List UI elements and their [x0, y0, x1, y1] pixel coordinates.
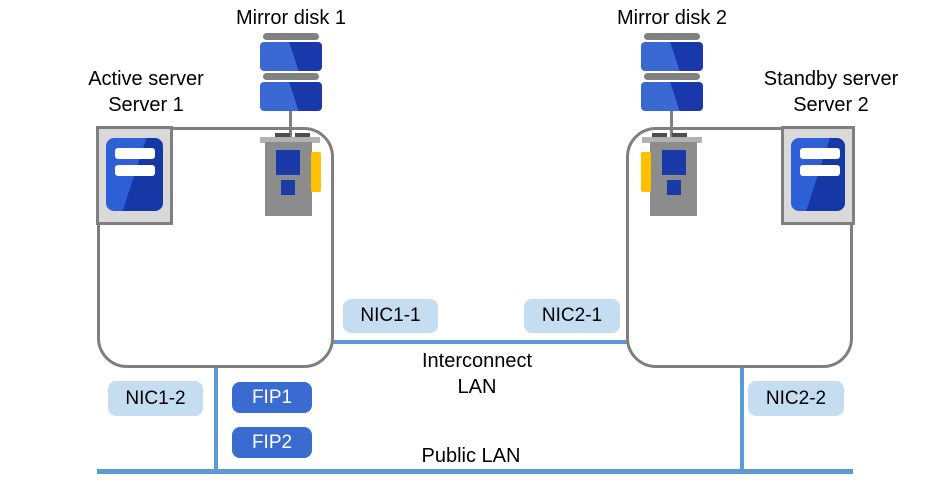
- card-chip-small: [281, 180, 295, 195]
- disk-unit: [641, 82, 703, 111]
- disk-cap: [644, 33, 700, 40]
- mirror-disk1-connector-line: [289, 108, 292, 140]
- disk-controller-card-icon: [258, 131, 322, 217]
- card-bracket: [260, 137, 320, 143]
- tower-front-panel: [791, 138, 845, 211]
- card-notch-icon: [295, 133, 310, 139]
- card-chip-small: [667, 180, 681, 195]
- disk-unit: [641, 42, 703, 71]
- disk-cap: [263, 33, 319, 40]
- disk-unit: [260, 82, 322, 111]
- tower-drive-bay: [800, 165, 840, 176]
- tower-drive-bay: [800, 148, 840, 159]
- card-notch-icon: [275, 133, 290, 139]
- disk-unit: [260, 42, 322, 71]
- disk-cap: [263, 73, 319, 80]
- mirror-disk1-icon: [260, 33, 322, 111]
- nic1-1-badge: NIC1-1: [343, 299, 438, 333]
- interconnect-lan-label: Interconnect LAN: [397, 348, 557, 400]
- tower-drive-bay: [115, 165, 155, 176]
- server2-title: Standby server Server 2: [731, 66, 931, 118]
- mirror-disk2-label: Mirror disk 2: [616, 7, 727, 29]
- interconnect-lan-label-line1: Interconnect: [421, 350, 533, 372]
- nic2-1-badge: NIC2-1: [524, 299, 620, 333]
- server1-role-label: Active server: [88, 68, 204, 90]
- mirror-disk1-label: Mirror disk 1: [235, 7, 346, 29]
- card-connector-tab: [641, 152, 651, 192]
- nic1-2-badge: NIC1-2: [108, 381, 203, 416]
- card-chip-large: [662, 150, 686, 175]
- card-chip-large: [276, 150, 300, 175]
- server1-tower-icon: [96, 126, 173, 225]
- tower-drive-bay: [115, 148, 155, 159]
- server2-public-drop-line: [740, 368, 744, 474]
- server2-tower-icon: [781, 126, 855, 225]
- disk-controller-card-icon: [640, 131, 704, 217]
- public-lan-label: Public LAN: [421, 445, 521, 467]
- server1-title: Active server Server 1: [46, 66, 246, 118]
- mirror-disk2-connector-line: [670, 108, 673, 140]
- interconnect-lan-label-line2: LAN: [457, 376, 497, 398]
- disk-cap: [644, 73, 700, 80]
- fip1-badge: FIP1: [232, 382, 312, 413]
- mirror-disk2-icon: [641, 33, 703, 111]
- server1-public-drop-line: [214, 368, 218, 474]
- interconnect-lan-line: [333, 340, 629, 344]
- server2-role-label: Standby server: [763, 68, 899, 90]
- tower-front-panel: [106, 138, 163, 211]
- public-lan-line: [97, 469, 853, 474]
- nic2-2-badge: NIC2-2: [748, 381, 844, 416]
- server2-name-label: Server 2: [793, 94, 869, 116]
- server1-name-label: Server 1: [108, 94, 184, 116]
- fip2-badge: FIP2: [232, 427, 312, 458]
- card-connector-tab: [311, 152, 321, 192]
